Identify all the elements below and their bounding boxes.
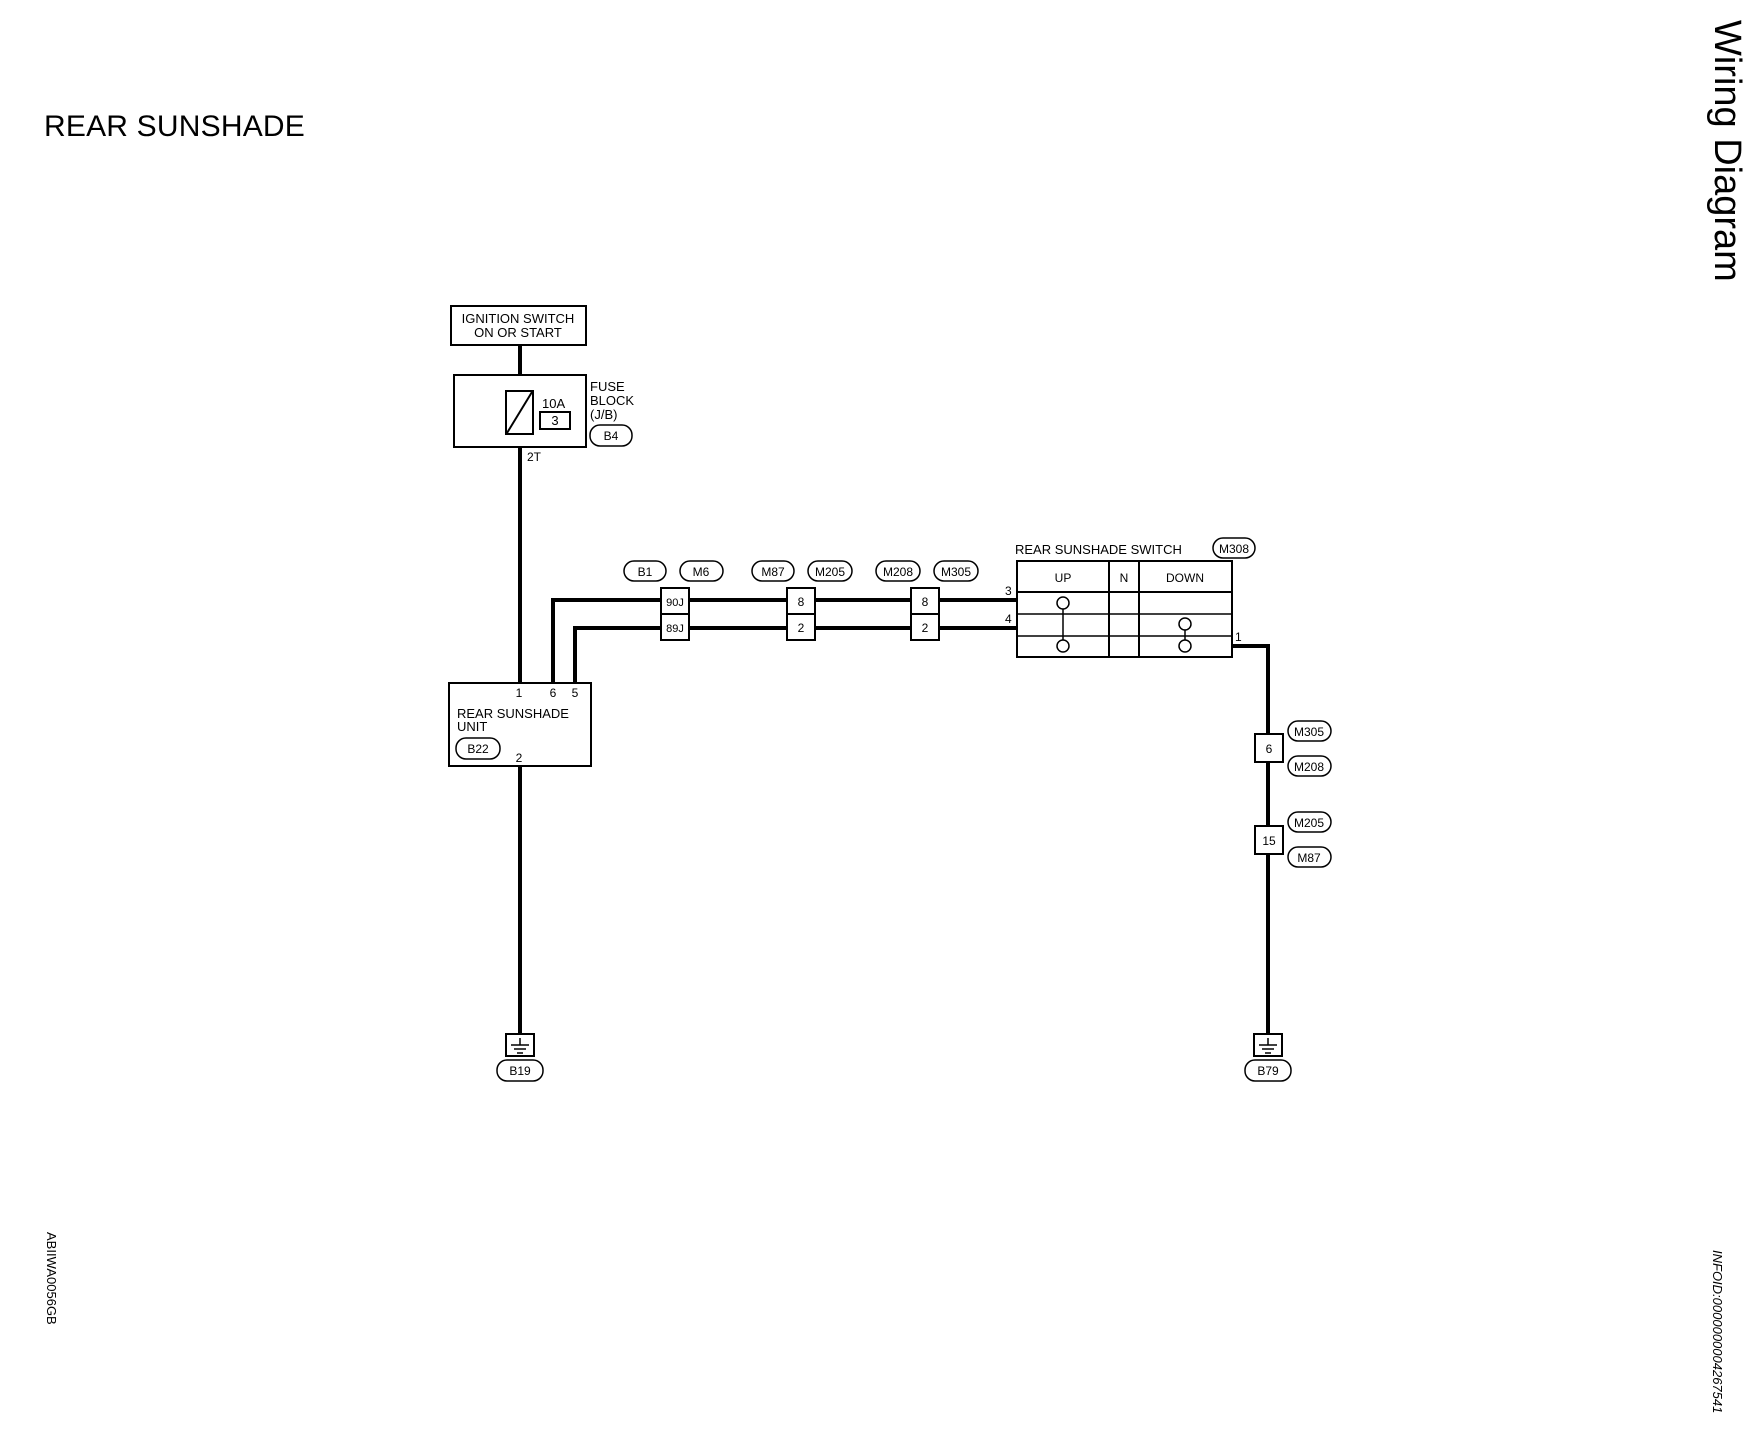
- connector-labels: B1 M6 M87 M205 M208 M305: [623, 560, 979, 582]
- fuse-connector-label: B4: [604, 429, 619, 443]
- ground-left-label: B19: [509, 1064, 531, 1078]
- connector-m305: M305: [941, 565, 971, 579]
- switch-pin-3: 3: [1005, 584, 1012, 598]
- switch-pin-1: 1: [1235, 630, 1242, 644]
- fuse-number: 3: [551, 413, 558, 428]
- right-joint-label-m305: M305: [1294, 725, 1324, 739]
- unit-connector-label: B22: [467, 742, 489, 756]
- switch-pin-4: 4: [1005, 612, 1012, 626]
- right-joint-label-m205: M205: [1294, 816, 1324, 830]
- joint3-top: 8: [922, 595, 929, 609]
- wire-unit6-switch3: [551, 598, 1017, 683]
- fuse-amperage: 10A: [542, 396, 565, 411]
- ground-right: B79: [1244, 1033, 1292, 1082]
- switch-header-down: DOWN: [1166, 571, 1204, 585]
- fuse-label-line3: (J/B): [590, 407, 617, 422]
- fuse-label-line1: FUSE: [590, 379, 625, 394]
- joint2-bottom: 2: [798, 621, 805, 635]
- wire-unit5-switch4: [573, 626, 1017, 683]
- unit-pin-5: 5: [572, 686, 579, 700]
- connector-m6: M6: [693, 565, 710, 579]
- joint1-top: 90J: [666, 597, 684, 609]
- connector-m208: M208: [883, 565, 913, 579]
- fuse-terminal-label: 2T: [527, 450, 542, 464]
- rear-sunshade-switch: REAR SUNSHADE SWITCH M308 UP N DOWN 3 4 …: [1005, 537, 1256, 658]
- joint2-top: 8: [798, 595, 805, 609]
- ignition-label-line2: ON OR START: [474, 325, 562, 340]
- joint1-bottom: 89J: [666, 623, 684, 635]
- right-joint-label-m208: M208: [1294, 760, 1324, 774]
- right-joints: 6 M305 M208 15 M205 M87: [1254, 720, 1332, 868]
- unit-pin-1: 1: [516, 686, 523, 700]
- section-title: Wiring Diagram: [1706, 20, 1744, 282]
- unit-label-line1: REAR SUNSHADE: [457, 706, 569, 721]
- right-joint-upper-value: 6: [1266, 742, 1273, 756]
- wire-switch1-ground: [1232, 644, 1270, 1034]
- joint3-bottom: 2: [922, 621, 929, 635]
- unit-pin-6: 6: [550, 686, 557, 700]
- wires: [518, 345, 1270, 1034]
- ground-right-label: B79: [1257, 1064, 1279, 1078]
- figure-code: ABIIWA0056GB: [44, 1232, 59, 1325]
- right-joint-lower-value: 15: [1262, 834, 1276, 848]
- switch-header-n: N: [1120, 571, 1129, 585]
- connector-m87: M87: [761, 565, 785, 579]
- right-joint-label-m87: M87: [1297, 851, 1321, 865]
- switch-contacts: [1056, 596, 1192, 653]
- switch-title: REAR SUNSHADE SWITCH: [1015, 542, 1182, 557]
- joint-boxes: 90J 89J 8 2 8 2: [660, 587, 940, 641]
- connector-b1: B1: [638, 565, 653, 579]
- unit-label-line2: UNIT: [457, 719, 487, 734]
- fuse-label-line2: BLOCK: [590, 393, 634, 408]
- info-id: INFOID:0000000004267541: [1710, 1250, 1725, 1414]
- rear-sunshade-unit: 1 6 5 REAR SUNSHADE UNIT B22 2: [448, 682, 592, 767]
- ignition-switch-block: IGNITION SWITCH ON OR START: [450, 305, 587, 346]
- unit-ground-pin: 2: [516, 751, 523, 765]
- switch-header-up: UP: [1055, 571, 1072, 585]
- page-title: REAR SUNSHADE: [44, 110, 305, 143]
- switch-connector-label: M308: [1219, 542, 1249, 556]
- ignition-label-line1: IGNITION SWITCH: [462, 311, 575, 326]
- ground-left: B19: [496, 1033, 544, 1082]
- fuse-block: 10A 3 FUSE BLOCK (J/B) B4 2T: [453, 374, 634, 464]
- connector-m205: M205: [815, 565, 845, 579]
